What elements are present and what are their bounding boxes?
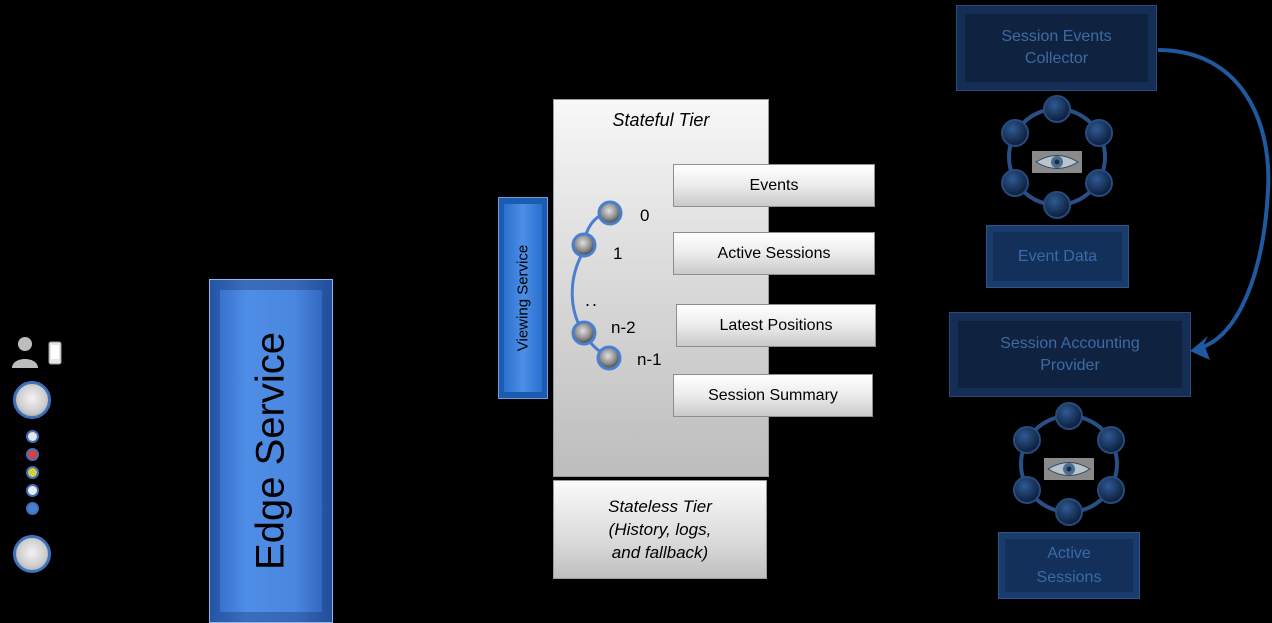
latest-positions-box: Latest Positions	[676, 304, 876, 347]
session-summary-box: Session Summary	[673, 374, 873, 417]
active-sessions-store-line-2: Sessions	[1036, 568, 1102, 586]
edge-service-box: Edge Service	[209, 279, 333, 623]
session-events-collector-box: Session Events Collector	[956, 5, 1157, 91]
active-sessions-box: Active Sessions	[673, 232, 875, 275]
ring-node-0	[597, 200, 623, 226]
collector-line-2: Collector	[1024, 50, 1089, 67]
ring-label-1: 1	[613, 244, 623, 263]
stateless-tier-line-2: (History, logs,	[608, 520, 712, 539]
ring-label-n-2: n-2	[611, 318, 636, 337]
mobile-device-icon	[48, 341, 62, 365]
event-data-label: Event Data	[1017, 247, 1098, 265]
flow-arrow-head	[1190, 336, 1210, 360]
stateless-tier-title: Stateless Tier	[608, 497, 712, 516]
user-icon	[12, 337, 38, 368]
ring-label-ellipsis: ..	[585, 290, 600, 310]
client-node-bottom	[13, 535, 51, 573]
collector-line-1: Session Events	[1001, 28, 1112, 45]
accounting-line-2: Provider	[1040, 356, 1100, 374]
flow-arrow	[1157, 48, 1271, 360]
client-dot-1	[26, 430, 39, 443]
ring-node-1	[571, 232, 597, 258]
event-data-box: Event Data	[986, 225, 1129, 288]
ring-label-0: 0	[640, 206, 650, 225]
active-sessions-store-box: Active Sessions	[998, 532, 1140, 599]
stateless-tier-box: Stateless Tier (History, logs, and fallb…	[553, 480, 767, 579]
viewing-service-label: Viewing Service	[514, 244, 532, 352]
client-dot-3	[26, 466, 39, 479]
ring-arc-middle	[570, 255, 585, 333]
flow-arrow-curve	[1157, 48, 1271, 350]
ring-node-n-2	[571, 320, 597, 346]
ring-node-n-1	[596, 345, 622, 371]
client-dot-5	[26, 502, 39, 515]
client-dot-2	[26, 448, 39, 461]
session-accounting-provider-box: Session Accounting Provider	[949, 312, 1191, 397]
client-dot-4	[26, 484, 39, 497]
ring-label-n-1: n-1	[637, 350, 662, 369]
stateless-tier-line-3: and fallback)	[611, 543, 709, 562]
event-data-cluster-icon	[1001, 95, 1113, 219]
events-box: Events	[673, 164, 875, 207]
ring-diagram	[570, 200, 623, 371]
edge-service-label: Edge Service	[248, 332, 293, 570]
viewing-service-inner	[504, 204, 542, 392]
client-node-top	[13, 381, 51, 419]
active-sessions-store-line-1: Active	[1047, 544, 1091, 562]
client-strip	[10, 334, 62, 584]
active-sessions-cluster-icon	[1013, 402, 1125, 526]
stateful-tier-title: Stateful Tier	[612, 110, 710, 130]
accounting-line-1: Session Accounting	[1000, 334, 1140, 352]
viewing-service-box: Viewing Service	[498, 197, 548, 399]
